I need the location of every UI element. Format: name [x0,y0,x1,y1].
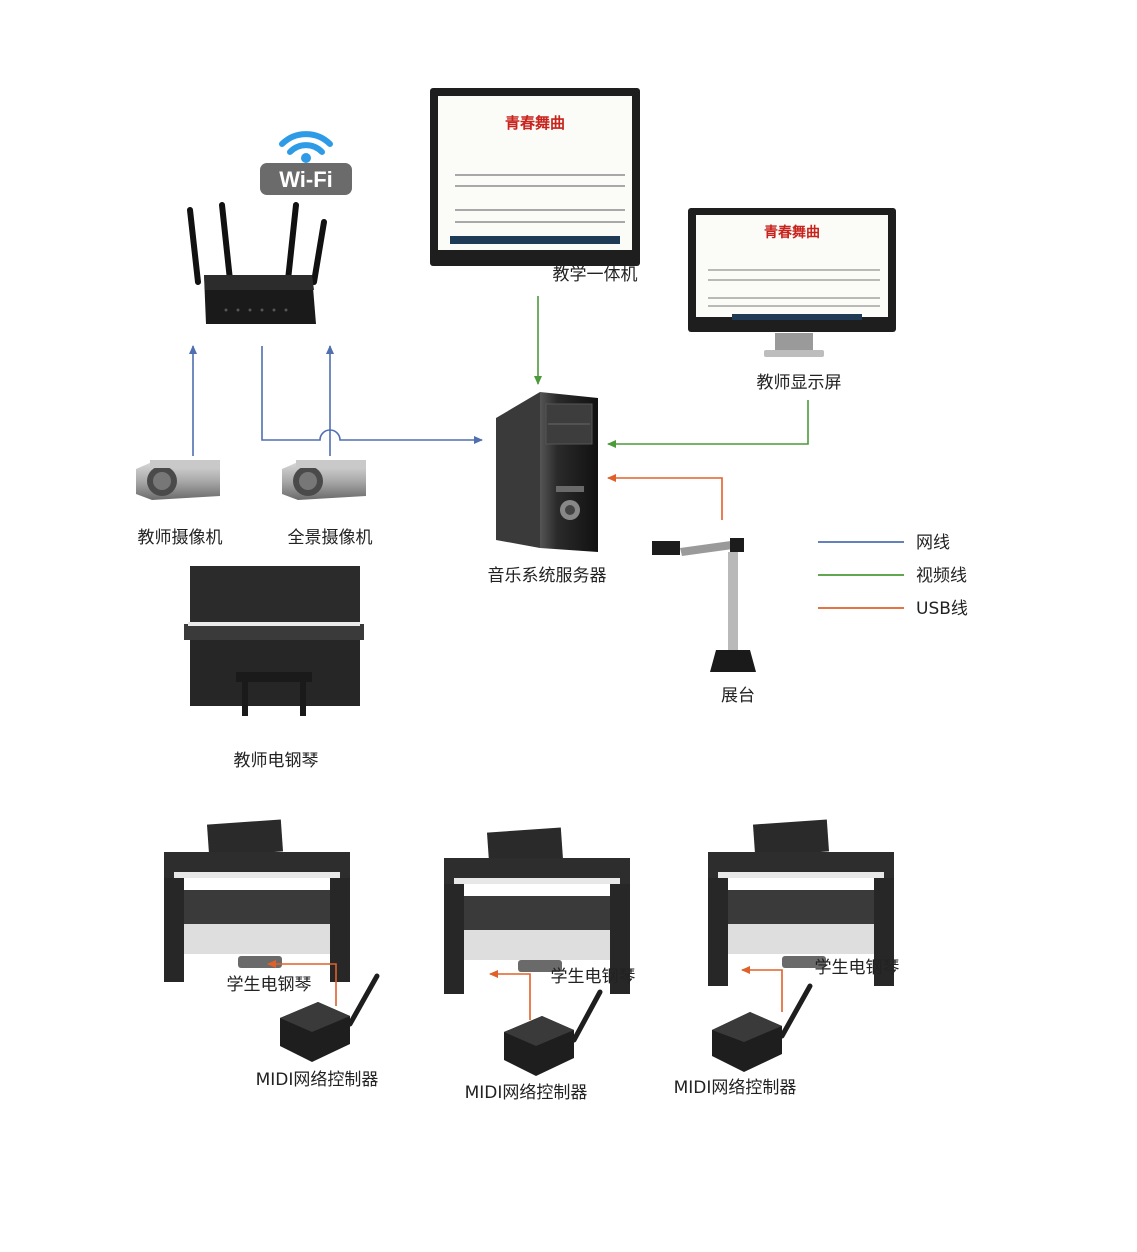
document-camera-label: 展台 [721,686,755,706]
student-piano-3-icon [708,819,894,986]
svg-text:青春舞曲: 青春舞曲 [505,114,565,132]
legend-item-usb: USB线 [818,599,968,619]
legend-item-video: 视频线 [818,566,967,586]
student-piano-2-icon [444,827,630,994]
midi-controller-1-icon [280,973,380,1062]
router-icon [187,202,327,324]
document-camera-icon [652,538,756,672]
svg-text:Wi-Fi: Wi-Fi [279,167,333,192]
teacher-monitor-label: 教师显示屏 [757,373,842,393]
svg-text:USB线: USB线 [916,599,968,619]
student-piano-3-label: 学生电钢琴 [815,958,900,978]
midi-controller-3-icon [712,983,813,1072]
teaching-display-icon: 青春舞曲 [430,88,640,266]
video-cables [534,296,809,448]
teaching-display-label: 教学一体机 [553,265,638,285]
teacher-camera-label: 教师摄像机 [138,528,223,548]
midi-controller-1-label: MIDI网络控制器 [256,1070,379,1090]
wifi-badge: Wi-Fi [260,163,352,195]
svg-text:青春舞曲: 青春舞曲 [764,224,820,241]
teacher-piano-icon [184,566,364,716]
student-piano-1-icon [164,819,350,982]
midi-controller-3-label: MIDI网络控制器 [674,1078,797,1098]
usb-cables [267,474,783,1020]
teacher-piano-label: 教师电钢琴 [234,751,319,771]
legend-item-network: 网线 [818,533,950,553]
panorama-camera-label: 全景摄像机 [288,528,373,548]
student-piano-2-label: 学生电钢琴 [551,967,636,987]
svg-text:视频线: 视频线 [916,566,967,586]
midi-controller-2-label: MIDI网络控制器 [465,1083,588,1103]
network-cables [189,345,483,456]
server-label: 音乐系统服务器 [488,566,607,586]
wifi-icon [279,131,333,163]
panorama-camera-icon [282,460,366,500]
teacher-camera-icon [136,460,220,500]
student-piano-1-label: 学生电钢琴 [227,975,312,995]
svg-text:网线: 网线 [916,533,950,553]
teacher-monitor-icon: 青春舞曲 [688,208,896,357]
legend: 网线 视频线 USB线 [818,533,968,619]
midi-controller-2-icon [504,989,603,1076]
server-icon [496,392,598,552]
